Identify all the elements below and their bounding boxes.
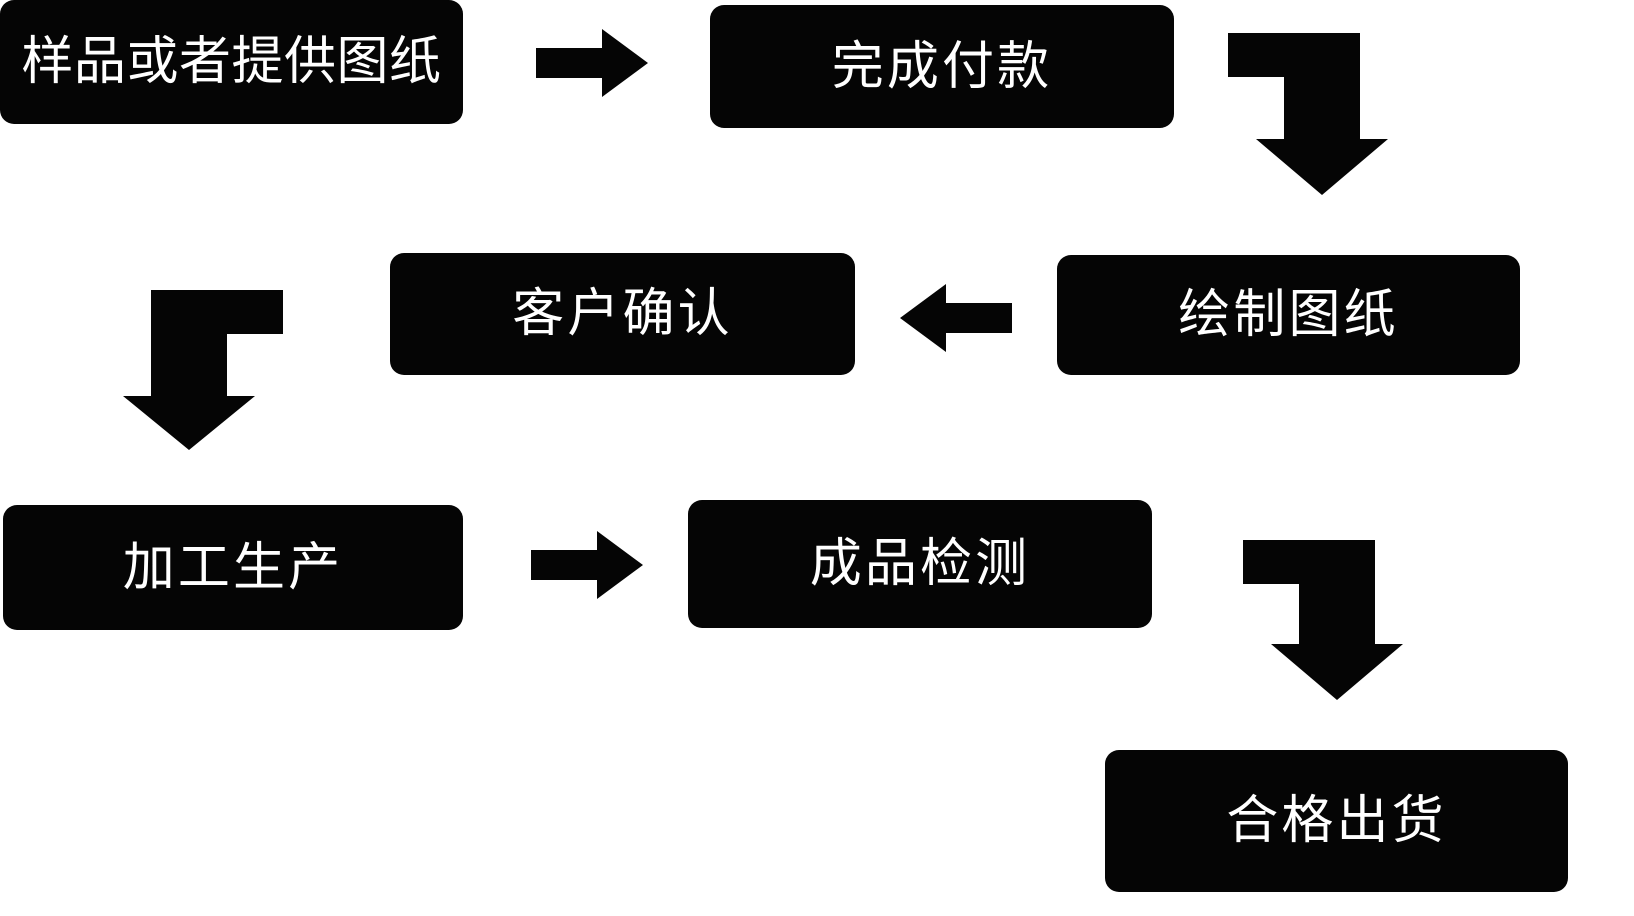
flow-node-sample-label: 样品或者提供图纸 — [21, 32, 442, 92]
flow-node-ship-label: 合格出货 — [1226, 791, 1447, 851]
flow-node-confirm-label: 客户确认 — [512, 284, 733, 344]
arrow-sample-to-payment — [536, 29, 648, 97]
arrow-payment-to-draw — [1228, 33, 1388, 195]
arrow-inspect-to-ship — [1243, 540, 1403, 700]
arrow-draw-to-confirm — [900, 284, 1012, 352]
flow-node-confirm[interactable]: 客户确认 — [390, 253, 855, 375]
arrow-produce-to-inspect — [531, 531, 643, 599]
arrow-confirm-to-produce — [117, 290, 283, 450]
flow-node-draw[interactable]: 绘制图纸 — [1057, 255, 1520, 375]
flow-node-ship[interactable]: 合格出货 — [1105, 750, 1568, 892]
flow-node-payment-label: 完成付款 — [831, 36, 1053, 97]
flow-node-draw-label: 绘制图纸 — [1178, 285, 1399, 345]
flow-node-sample[interactable]: 样品或者提供图纸 — [0, 0, 463, 124]
flow-node-inspect[interactable]: 成品检测 — [688, 500, 1152, 628]
flow-node-inspect-label: 成品检测 — [809, 534, 1031, 594]
flow-node-produce[interactable]: 加工生产 — [3, 505, 463, 630]
flow-node-produce-label: 加工生产 — [122, 537, 344, 598]
flow-node-payment[interactable]: 完成付款 — [710, 5, 1174, 128]
